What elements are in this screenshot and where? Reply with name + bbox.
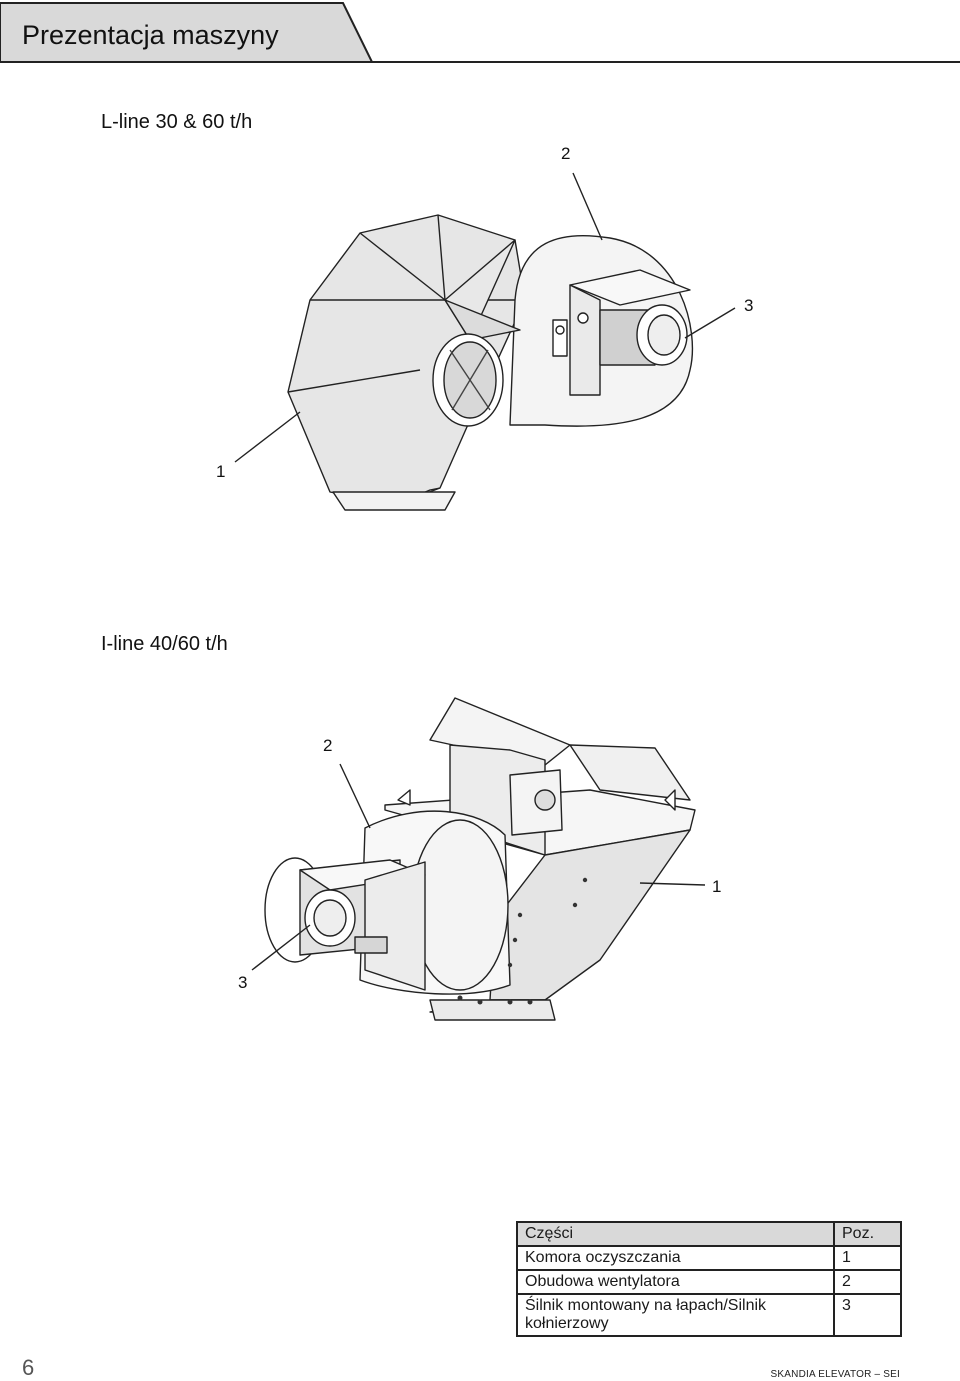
page-title: Prezentacja maszyny [22, 20, 279, 50]
table-row: Obudowa wentylatora 2 [516, 1269, 902, 1295]
i-line-machine-drawing: 2 1 3 [238, 697, 721, 1021]
part-position: 3 [833, 1293, 902, 1337]
parts-table: Części Poz. Komora oczyszczania 1 Obudow… [516, 1221, 902, 1337]
page-number: 6 [22, 1355, 35, 1380]
parts-column-header: Części [516, 1221, 835, 1247]
part-name: Obudowa wentylatora [516, 1269, 835, 1295]
callout-i-line-1: 1 [712, 877, 721, 896]
callout-l-line-3: 3 [744, 296, 753, 315]
l-line-machine-drawing: 2 3 1 [216, 144, 753, 511]
table-row: Śilnik montowany na łapach/Silnik kołnie… [516, 1293, 902, 1337]
header-tab [0, 2, 960, 63]
section-title-l-line: L-line 30 & 60 t/h [101, 111, 253, 133]
callout-i-line-3: 3 [238, 973, 247, 992]
callout-l-line-1: 1 [216, 462, 225, 481]
section-title-i-line: I-line 40/60 t/h [101, 633, 228, 655]
table-row: Komora oczyszczania 1 [516, 1245, 902, 1271]
parts-table-header-row: Części Poz. [516, 1221, 902, 1247]
part-name: Komora oczyszczania [516, 1245, 835, 1271]
part-position: 2 [833, 1269, 902, 1295]
callout-l-line-2: 2 [561, 144, 570, 163]
callout-i-line-2: 2 [323, 736, 332, 755]
position-column-header: Poz. [833, 1221, 902, 1247]
footer-company: SKANDIA ELEVATOR – SEI [770, 1369, 900, 1380]
part-name: Śilnik montowany na łapach/Silnik kołnie… [516, 1293, 835, 1337]
part-position: 1 [833, 1245, 902, 1271]
